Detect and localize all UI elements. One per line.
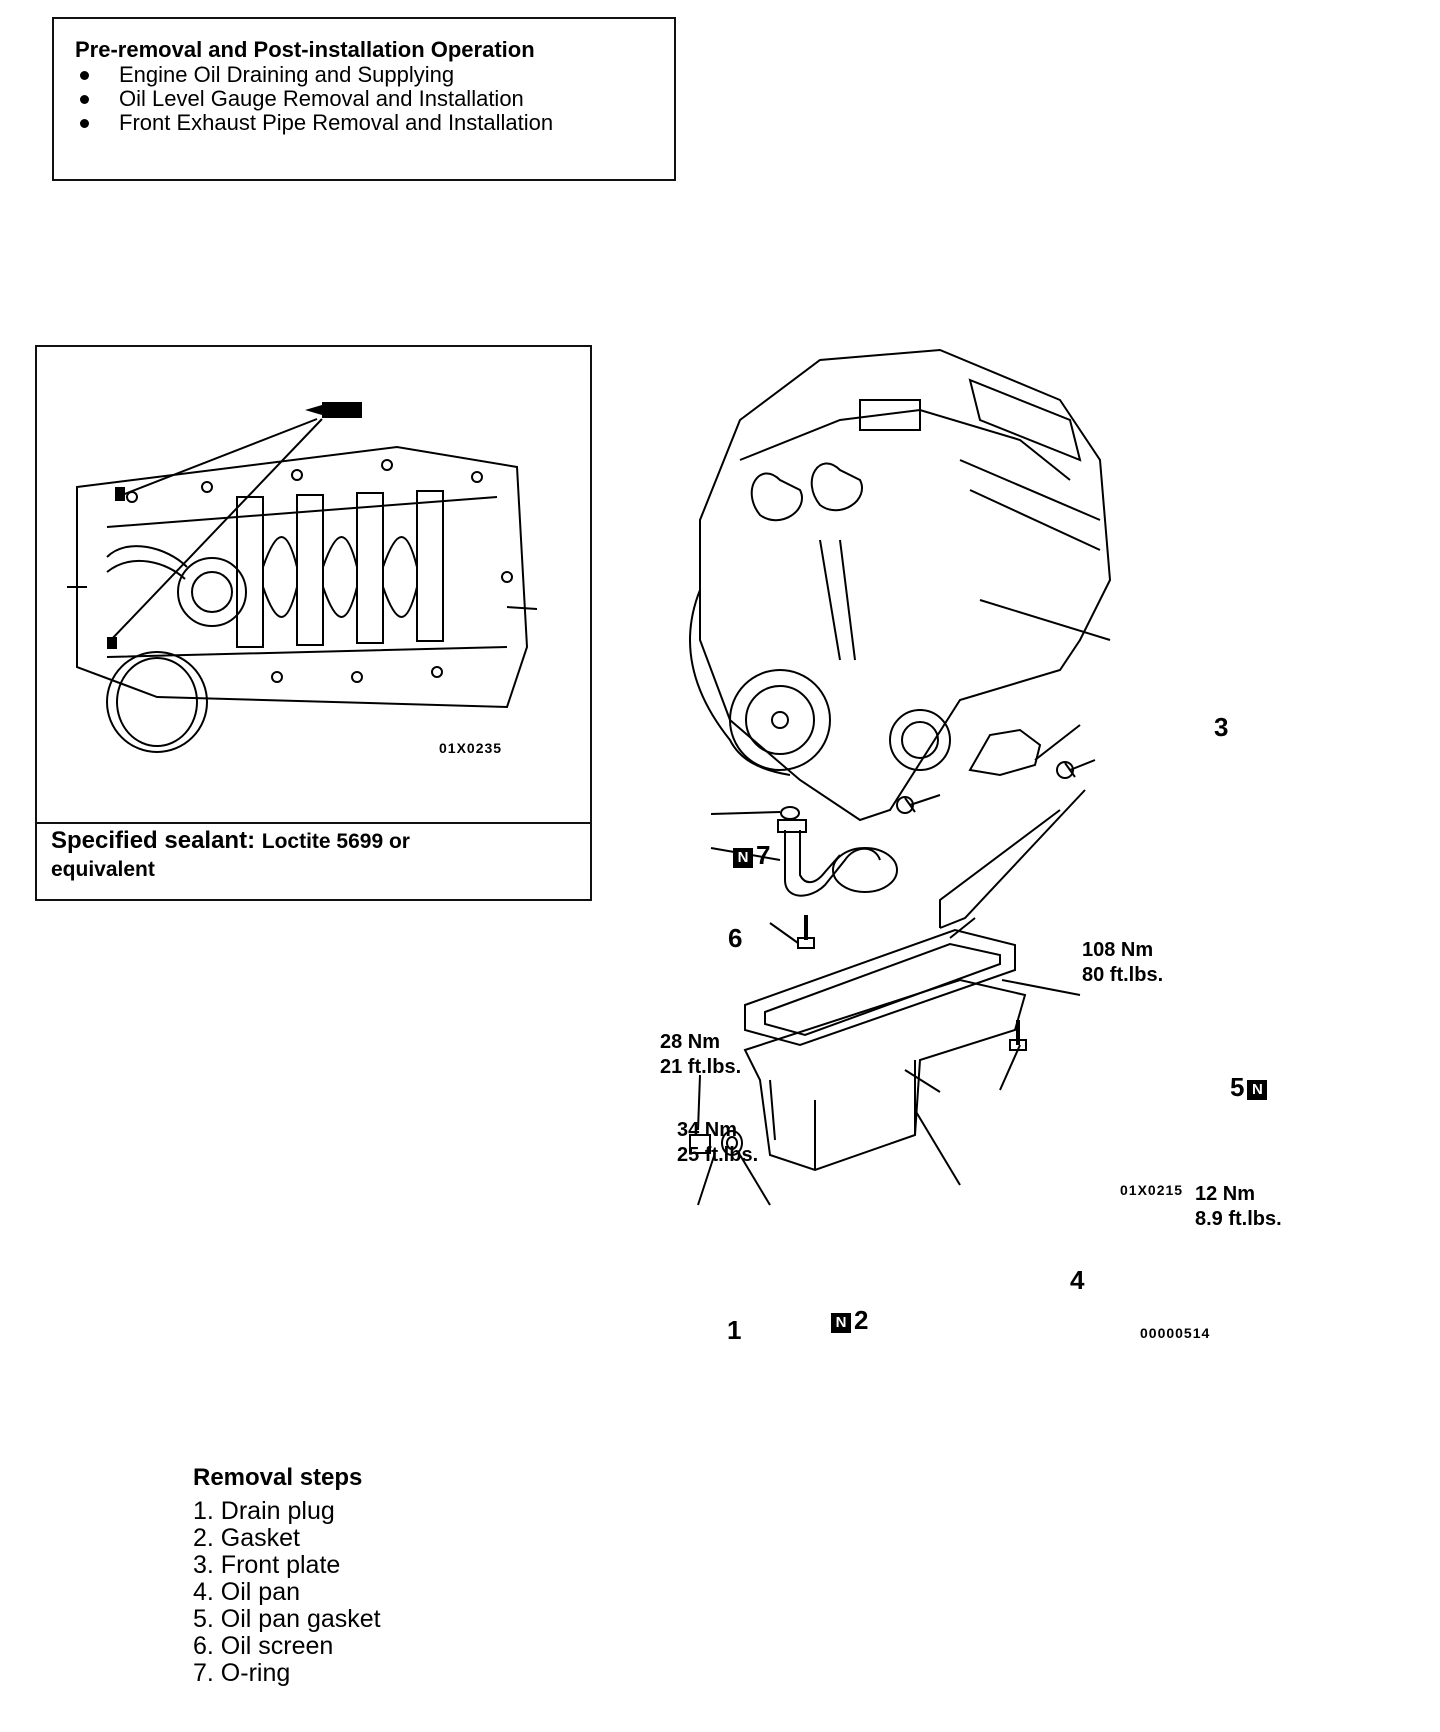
sealant-value-cont: equivalent [51,858,155,881]
sealant-tube-icon [305,402,362,418]
n-badge-icon: N [831,1313,851,1333]
crankcase-drawing: 01X0235 [67,402,538,756]
pre-removal-list: Engine Oil Draining and Supplying Oil Le… [75,63,553,135]
n-badge-icon: N [733,848,753,868]
drain-plug [689,1134,711,1154]
removal-step: 4. Oil pan [193,1578,301,1606]
pre-removal-box: Pre-removal and Post-installation Operat… [52,17,676,181]
callout-3: 3 [1214,712,1229,742]
callout-4: 4 [1070,1265,1085,1295]
removal-steps: Removal steps 1. Drain plug 2. Gasket 3.… [193,1464,381,1687]
oil-screen [784,830,881,897]
oil-pan-gasket [744,928,1016,1047]
pre-removal-title: Pre-removal and Post-installation Operat… [75,37,535,62]
pre-removal-item: Front Exhaust Pipe Removal and Installat… [75,111,553,135]
removal-step: 2. Gasket [193,1524,300,1552]
diagram-doc-code: 00000514 [1140,1325,1210,1341]
removal-step: 1. Drain plug [193,1497,335,1525]
sealant-box: 01X0235 Specified sealant: Loctite 5699 … [35,345,592,901]
removal-steps-list: 1. Drain plug 2. Gasket 3. Front plate 4… [193,1498,381,1687]
pre-removal-item: Engine Oil Draining and Supplying [75,63,553,87]
sealant-figure-code: 01X0235 [439,740,502,756]
removal-step: 3. Front plate [193,1551,341,1579]
exploded-drawing: 01X0215 00000514 [689,348,1210,1341]
diagram-figure-code: 01X0215 [1120,1182,1183,1198]
oil-pan [743,978,1027,1172]
sealant-label: Specified sealant: [51,827,256,854]
removal-step: 7. O-ring [193,1659,291,1687]
drain-gasket [721,1130,743,1156]
crankcase-sealant-figure: 01X0235 [37,347,590,824]
sealant-caption: Specified sealant: Loctite 5699 or equiv… [51,827,571,883]
removal-steps-title: Removal steps [193,1464,363,1491]
sealant-value: Loctite 5699 or [261,830,410,853]
callout-1: 1 [727,1315,742,1345]
front-plate [968,728,1042,777]
removal-step: 5. Oil pan gasket [193,1605,381,1633]
pre-removal-item: Oil Level Gauge Removal and Installation [75,87,553,111]
engine-outline [699,348,1112,822]
n-badge-icon: N [1247,1080,1268,1100]
removal-step: 6. Oil screen [193,1632,334,1660]
callout-6: 6 [728,923,743,953]
